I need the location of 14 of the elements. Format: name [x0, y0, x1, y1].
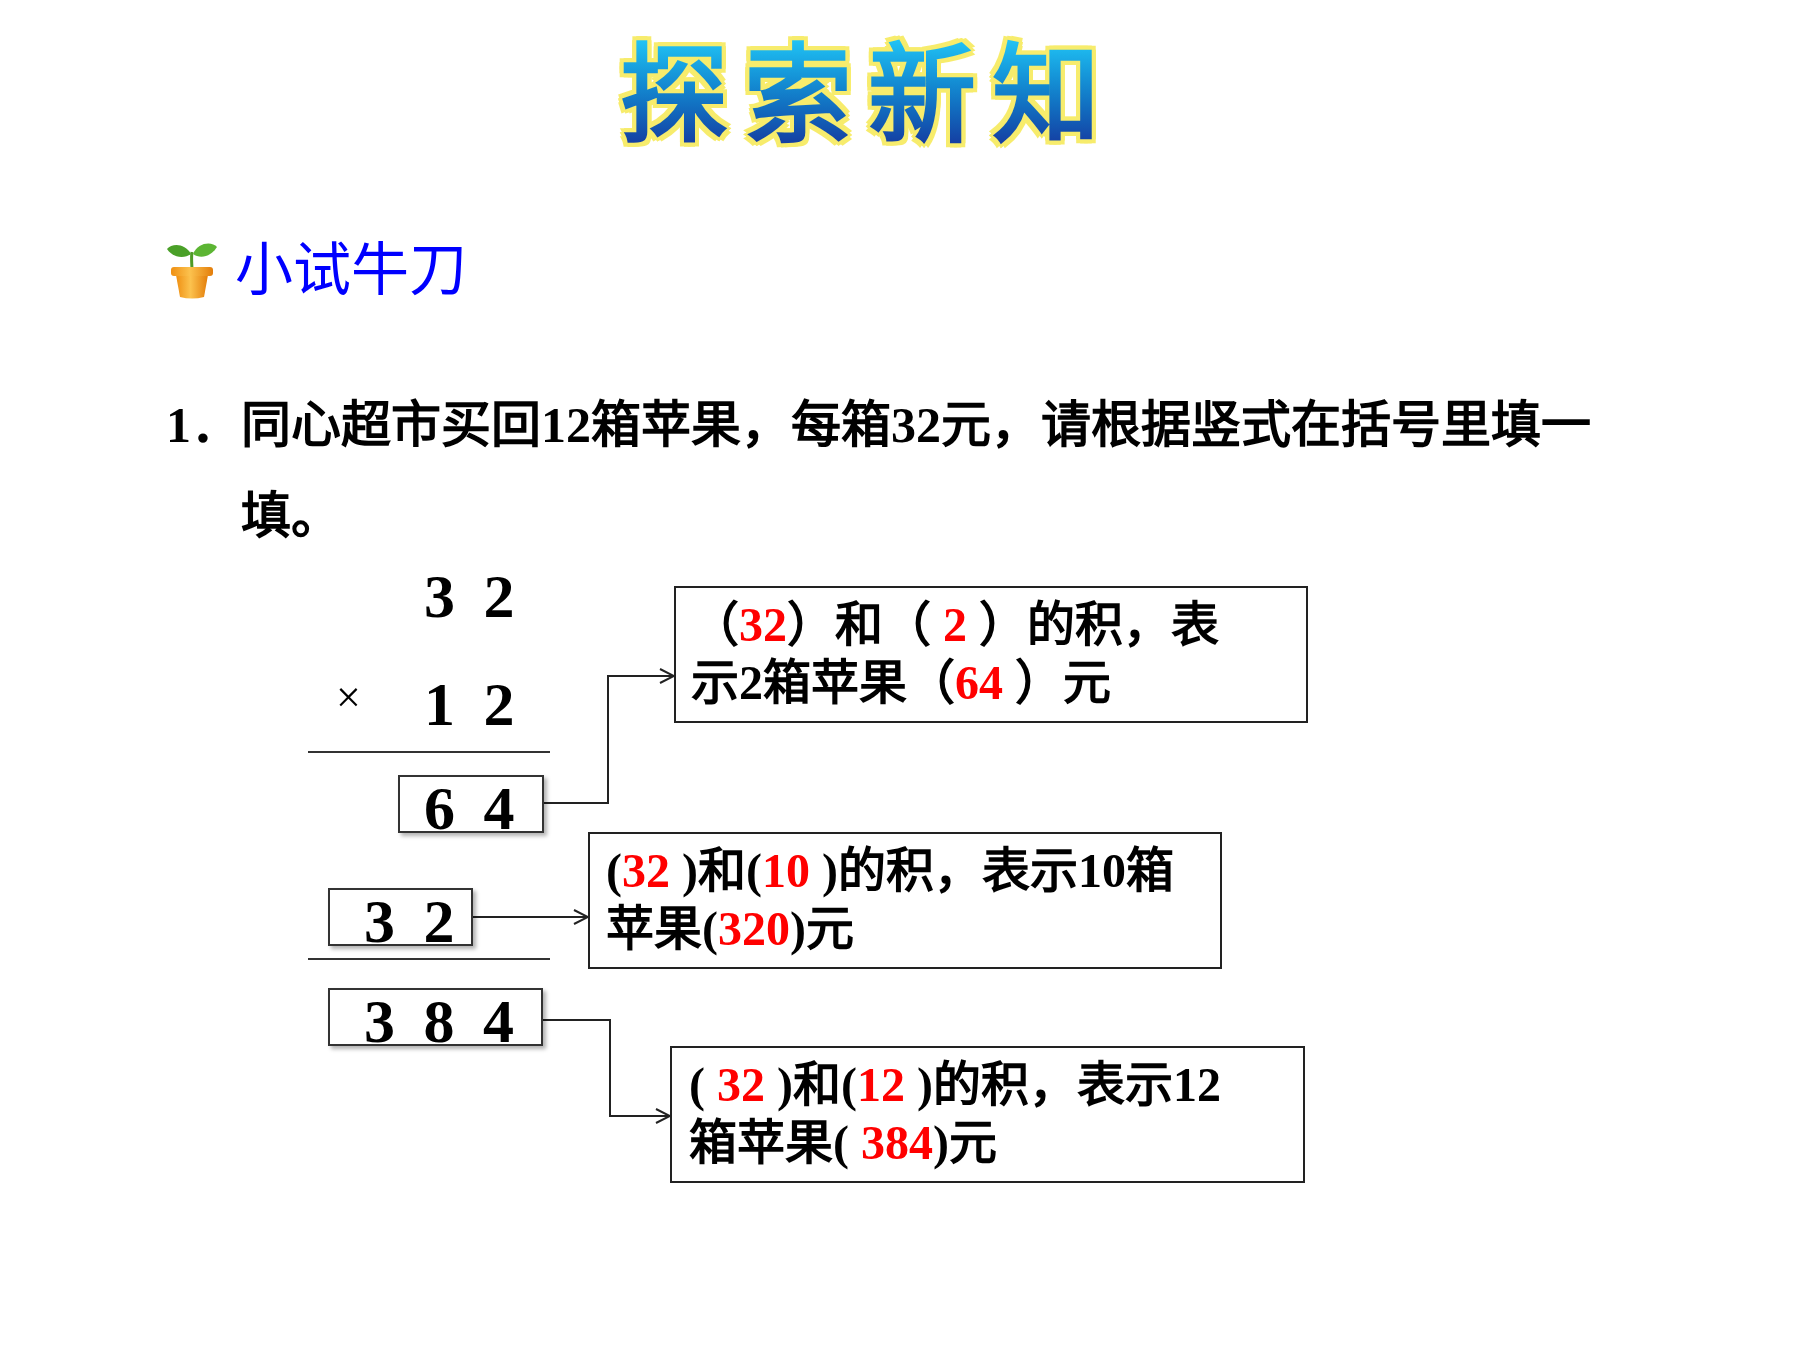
multiplicand-digits: 3 2 — [424, 565, 515, 627]
answer-text-box: (32 )和(10 )的积，表示10箱苹果(320)元 — [588, 832, 1222, 969]
partial-product-box: 3 2 — [328, 888, 473, 946]
answer-text-box: ( 32 )和(12 )的积，表示12箱苹果( 384)元 — [670, 1046, 1305, 1183]
problem-text: 1．同心超市买回12箱苹果，每箱32元，请根据竖式在括号里填一填。 — [166, 396, 1592, 546]
elbow-arrow — [542, 1019, 671, 1124]
answer-text-box: （32）和（ 2 ）的积，表示2箱苹果（64 ）元 — [674, 586, 1308, 723]
section-heading: 小试牛刀 — [235, 242, 467, 300]
multiply-sign: × — [336, 676, 361, 720]
partial-product-box: 6 4 — [398, 775, 544, 833]
elbow-arrow — [472, 909, 589, 925]
product-box: 3 8 4 — [328, 988, 543, 1046]
elbow-arrow — [543, 668, 675, 804]
multiplier-digits: 1 2 — [424, 673, 515, 735]
